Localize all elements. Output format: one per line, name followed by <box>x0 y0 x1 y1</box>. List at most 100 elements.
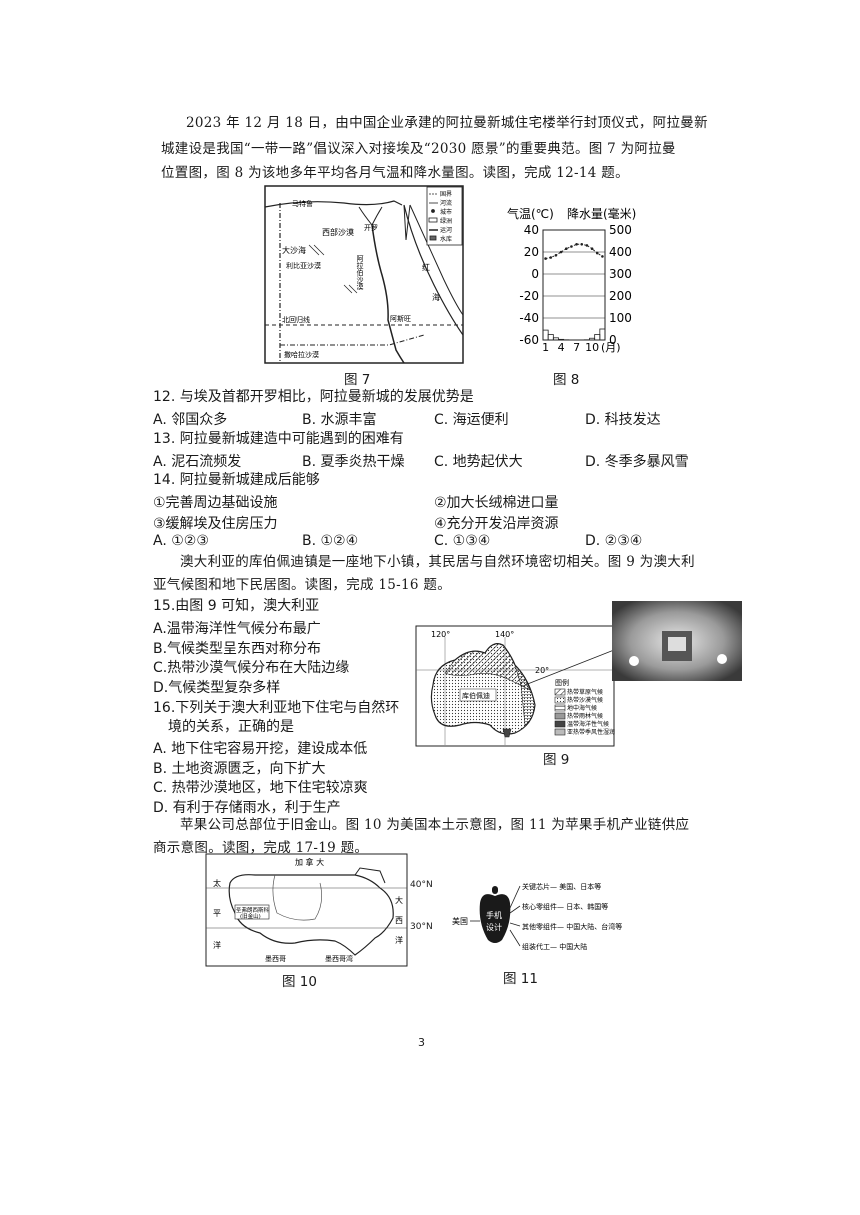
fig10-pacific-3: 洋 <box>213 940 221 950</box>
fig7-sahara: 撒哈拉沙漠 <box>284 350 319 359</box>
fig10-sf2: (旧金山) <box>240 912 261 920</box>
fig8-temp-label: 气温(℃) <box>507 206 554 221</box>
fig8-temp-point <box>601 255 604 258</box>
fig11-usa: 美国 <box>452 916 468 926</box>
q12-option-d: D. 科技发达 <box>585 412 661 428</box>
fig8-temp-point <box>544 257 547 260</box>
fig10-lat40: 40°N <box>410 880 433 890</box>
fig8-temp-tick: -60 <box>519 333 539 347</box>
q16-option-c: C. 热带沙漠地区，地下住宅较凉爽 <box>153 780 368 796</box>
intro2-line-1: 澳大利亚的库伯佩迪镇是一座地下小镇，其民居与自然环境密切相关。图 9 为澳大利 <box>180 554 695 570</box>
fig10-map: 圣弗朗西斯科 (旧金山) 加 拿 大 太 平 洋 大 西 洋 墨西哥 墨西哥湾 <box>205 853 408 967</box>
fig7-matruh: 马特鲁 <box>292 199 313 208</box>
q15-option-d: D.气候类型复杂多样 <box>153 680 281 696</box>
fig8-temp-point <box>595 251 599 255</box>
fig7-libya-desert: 利比亚沙漠 <box>286 261 321 270</box>
fig8-precip-tick: 300 <box>609 267 632 281</box>
fig9-legend-1: 热带草原气候 <box>567 688 603 696</box>
fig8-temp-point <box>554 254 558 257</box>
q12-option-b: B. 水源丰富 <box>302 412 377 428</box>
fig8-plot-frame <box>542 229 606 341</box>
fig9-caption: 图 9 <box>543 752 570 768</box>
fig7-aswan: 阿斯旺 <box>390 314 411 323</box>
fig8-temp-point <box>549 256 553 259</box>
fig7-legend-4: 绿洲 <box>440 217 452 225</box>
fig8-month-label: (月) <box>601 341 621 354</box>
fig9-lon-140: 140° <box>495 630 514 639</box>
fig7-legend-3: 城市 <box>440 208 452 216</box>
fig9-legend-4: 热带雨林气候 <box>567 712 603 720</box>
fig8-precip-bar <box>589 337 596 341</box>
fig8-temp-point <box>575 243 578 246</box>
q15-option-a: A.温带海洋性气候分布最广 <box>153 621 321 637</box>
fig11-center-1: 手机 <box>486 910 502 920</box>
fig11-item-4: 组装代工— 中国大陆 <box>522 942 587 951</box>
fig9-photo <box>612 601 742 681</box>
fig8-precip-tick: 400 <box>609 245 632 259</box>
q14-statement-2: ②加大长绒棉进口量 <box>434 495 559 511</box>
fig9-lat-20: 20° <box>535 666 549 675</box>
fig8-month-tick: 4 <box>558 341 565 354</box>
q13-option-a: A. 泥石流频发 <box>153 454 242 470</box>
fig10-gulf: 墨西哥湾 <box>325 954 353 963</box>
fig7-legend-5: 运河 <box>440 226 452 234</box>
page-number: 3 <box>418 1036 425 1049</box>
q14-option-d: D. ②③④ <box>585 533 643 549</box>
fig9-lon-120: 120° <box>431 630 450 639</box>
intro-line-2: 城建设是我国“一带一路”倡议深入对接埃及“2030 愿景”的重要典范。图 7 为… <box>161 141 676 157</box>
q15-option-c: C.热带沙漠气候分布在大陆边缘 <box>153 660 350 676</box>
fig10-mexico: 墨西哥 <box>265 955 286 963</box>
q14-option-b: B. ①②④ <box>302 533 359 549</box>
fig9-legend-6: 亚热带季风性湿润气候 <box>567 728 615 736</box>
fig10-pacific-1: 太 <box>213 878 221 888</box>
q14-option-a: A. ①②③ <box>153 533 209 549</box>
fig7-map: 国界 河流 城市 绿洲 运河 水库 马特鲁 西部沙漠 大沙海 利比亚沙漠 开罗 … <box>264 185 464 364</box>
fig8-precip-bar <box>542 329 549 341</box>
fig11-center-2: 设计 <box>486 922 502 932</box>
fig7-caption: 图 7 <box>344 372 371 388</box>
fig8-month-tick: 7 <box>573 341 580 354</box>
q15-option-b: B.气候类型呈东西对称分布 <box>153 641 322 657</box>
fig11-item-2: 核心零组件— 日本、韩国等 <box>522 902 608 911</box>
fig8-precip-label: 降水量(毫米) <box>567 206 636 221</box>
q13-option-b: B. 夏季炎热干燥 <box>302 454 405 470</box>
fig8-temp-point <box>564 247 568 250</box>
q12-option-a: A. 邻国众多 <box>153 412 228 428</box>
fig8-temp-point <box>590 247 594 250</box>
fig7-red: 红 <box>422 262 430 272</box>
q16-option-b: B. 土地资源匮乏，向下扩大 <box>153 761 326 777</box>
fig8-temp-point <box>570 245 573 248</box>
fig8-temp-line <box>545 243 603 260</box>
fig10-canada: 加 拿 大 <box>295 857 324 867</box>
fig11-item-1: 关键芯片— 美国、日本等 <box>522 882 601 891</box>
fig7-arabian: 阿拉伯沙漠 <box>356 254 364 291</box>
intro2-line-2: 亚气候图和地下民居图。读图，完成 15-16 题。 <box>153 577 451 593</box>
q13-option-d: D. 冬季多暴风雪 <box>585 454 689 470</box>
fig8-temp-tick: 20 <box>524 245 539 259</box>
fig8-temp-tick: -20 <box>519 289 539 303</box>
q14-statement-4: ④充分开发沿岸资源 <box>434 516 559 532</box>
q14-statement-1: ①完善周边基础设施 <box>153 495 278 511</box>
fig8-chart: 气温(℃) 降水量(毫米) 40200-20-40-60500400300200… <box>507 206 636 354</box>
fig10-lat30: 30°N <box>410 922 433 932</box>
fig10-atlantic-1: 大 <box>395 895 403 905</box>
fig8-precip-tick: 200 <box>609 289 632 303</box>
q16-option-a: A. 地下住宅容易开挖，建设成本低 <box>153 741 368 757</box>
fig8-precip-bar <box>558 338 565 341</box>
fig11-caption: 图 11 <box>503 971 538 987</box>
fig8-month-tick: 1 <box>542 341 549 354</box>
fig8-temp-point <box>580 243 584 246</box>
q13-option-c: C. 地势起伏大 <box>434 454 523 470</box>
q16-option-d: D. 有利于存储雨水，利于生产 <box>153 800 341 816</box>
fig8-precip-tick: 500 <box>609 223 632 237</box>
fig9-legend-title: 图例 <box>555 678 569 687</box>
intro3-line-2: 商示意图。读图，完成 17-19 题。 <box>153 840 369 856</box>
fig9-town: 库伯佩迪 <box>462 691 490 700</box>
fig8-month-tick: 10 <box>585 341 599 354</box>
fig8-temp-point <box>585 244 589 247</box>
fig7-tropic: 北回归线 <box>282 315 310 324</box>
fig9-map: 120° 140° 20° 库伯佩迪 图例 热带草原气候 热带沙漠气候 地中海气… <box>415 625 615 747</box>
fig8-precip-tick: 0 <box>609 333 617 347</box>
q14-statement-3: ③缓解埃及住房压力 <box>153 516 278 532</box>
q16-stem-1: 16.下列关于澳大利亚地下住宅与自然环 <box>153 700 400 716</box>
